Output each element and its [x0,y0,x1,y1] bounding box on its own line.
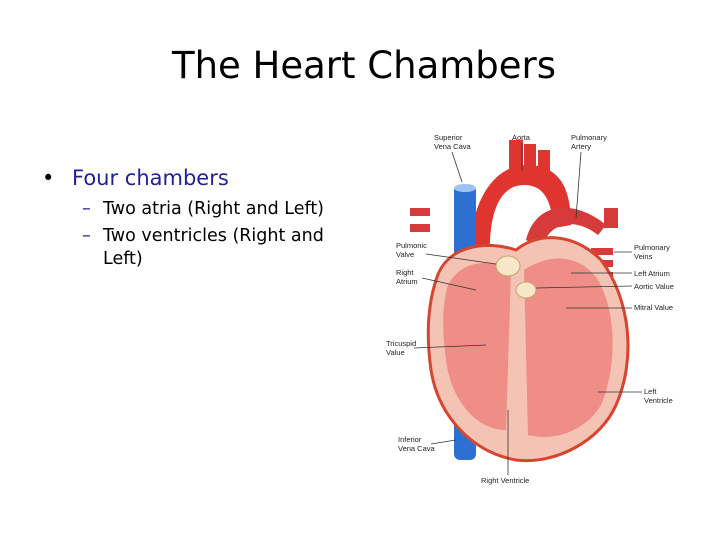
svg-text:Tricuspid: Tricuspid [386,339,416,348]
aorta-branch [524,144,536,172]
label-pulmonary-artery: Pulmonary Artery [571,133,607,219]
label-line: Atrium [396,277,418,286]
svg-text:Aorta: Aorta [512,133,531,142]
label-line: Left Atrium [634,269,670,278]
label-left-ventricle: Left Ventricle [598,387,673,405]
svg-text:Atrium: Atrium [396,277,418,286]
label-line: Veins [634,252,653,261]
svg-text:Value: Value [386,348,405,357]
label-aorta: Aorta [512,133,531,170]
leader-line [413,344,487,349]
aorta-branch [538,150,550,174]
svg-text:Right: Right [396,268,414,277]
svg-text:Left: Left [644,387,657,396]
leader-line [425,253,497,265]
vessel-branch [410,208,430,216]
heart-diagram: Superior Vena Cava Aorta Pulmonary Arter… [386,133,674,485]
label-line: Right [396,268,414,277]
pulmonary-vein-branch [591,248,613,255]
vessel-branch [410,224,430,232]
leader-line [451,151,463,183]
svg-text:Pulmonic: Pulmonic [396,241,427,250]
pulmonary-artery-branch [604,208,618,228]
svg-text:Artery: Artery [571,142,591,151]
leader-line [575,151,582,219]
leader-line [535,285,633,289]
label-line: Artery [571,142,591,151]
label-line: Aortic Value [634,282,674,291]
label-line: Value [386,348,405,357]
bullet-dot: • [42,166,55,190]
pulmonary-artery-shape [526,207,606,248]
label-line: Right Ventricle [481,476,529,485]
aorta-arch-shape [470,165,571,260]
label-line: Left [644,387,657,396]
label-inferior-vena-cava: Inferior Vena Cava [398,435,457,453]
label-aortic-value: Aortic Value [535,282,674,291]
bullet-text: Four chambers [72,166,229,190]
label-line: Mitral Value [634,303,673,312]
aortic-valve-shape [515,281,537,299]
label-line: Ventricle [644,396,673,405]
label-right-atrium: Right Atrium [396,268,477,291]
left-chamber-shape [524,258,613,437]
svg-text:Aortic Value: Aortic Value [634,282,674,291]
label-line: Vena Cava [434,142,472,151]
label-line: Vena Cava [398,444,436,453]
label-tricuspid-value: Tricuspid Value [386,339,487,357]
label-pulmonary-veins: Pulmonary Veins [614,243,670,261]
bullet-list: • Four chambers – Two atria (Right and L… [42,164,362,271]
svg-text:Ventricle: Ventricle [644,396,673,405]
svg-text:Superior: Superior [434,133,463,142]
svg-text:Vena Cava: Vena Cava [434,142,472,151]
slide-title: The Heart Chambers [171,44,557,87]
sub-bullet-ventricles: – Two ventricles (Right and Left) [66,225,362,271]
svg-text:Valve: Valve [396,250,414,259]
svg-text:Pulmonary: Pulmonary [634,243,670,252]
svg-text:Right Ventricle: Right Ventricle [481,476,529,485]
svg-text:Veins: Veins [634,252,653,261]
label-line: Pulmonary [634,243,670,252]
label-line: Inferior [398,435,422,444]
label-line: Superior [434,133,463,142]
label-line: Pulmonic [396,241,427,250]
sub-bullet-atria: – Two atria (Right and Left) [66,198,362,221]
vena-cava-opening [454,184,476,192]
svg-text:Mitral Value: Mitral Value [634,303,673,312]
label-left-atrium: Left Atrium [571,269,670,278]
label-line: Valve [396,250,414,259]
sub-bullet-text: Two atria (Right and Left) [103,199,325,219]
label-right-ventricle: Right Ventricle [481,410,529,485]
sub-bullet-text: Two ventricles (Right and Left) [103,226,324,269]
aorta-branch [509,140,523,174]
svg-text:Vena Cava: Vena Cava [398,444,436,453]
right-chamber-shape [443,262,511,430]
label-superior-vena-cava: Superior Vena Cava [434,133,472,183]
svg-text:Inferior: Inferior [398,435,422,444]
label-line: Pulmonary [571,133,607,142]
leader-line [430,439,457,445]
label-mitral-value: Mitral Value [566,303,673,312]
label-pulmonic-valve: Pulmonic Valve [396,241,497,265]
leader-line [421,277,477,291]
svg-text:Left Atrium: Left Atrium [634,269,670,278]
bullet-four-chambers: • Four chambers [42,164,362,192]
label-line: Aorta [512,133,531,142]
pulmonic-valve-shape [495,255,521,277]
sub-bullet-dash: – [82,199,91,219]
svg-text:Pulmonary: Pulmonary [571,133,607,142]
sub-bullet-dash: – [82,226,91,246]
label-line: Tricuspid [386,339,416,348]
